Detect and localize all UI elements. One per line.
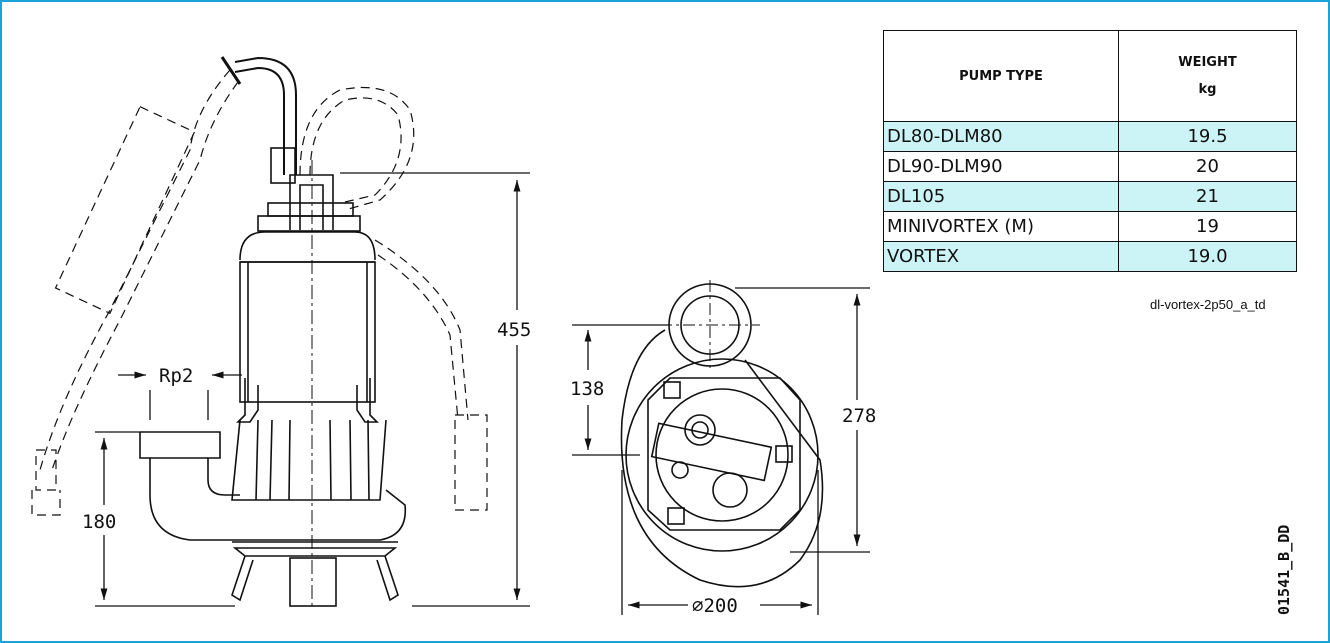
pump-type-cell: DL105: [883, 181, 1119, 212]
pump-type-cell: MINIVORTEX (M): [883, 211, 1119, 242]
weight-table: PUMP TYPE WEIGHT kg DL80-DLM80 19.5 DL90…: [883, 30, 1297, 272]
front-dimensions: [95, 172, 530, 607]
weight-cell: 20: [1118, 151, 1297, 182]
table-row: DL90-DLM90 20: [883, 151, 1297, 182]
pump-type-cell: DL90-DLM90: [883, 151, 1119, 182]
header-weight-label: WEIGHT: [1178, 55, 1237, 70]
pump-type-cell: DL80-DLM80: [883, 121, 1119, 152]
weight-cell: 21: [1118, 181, 1297, 212]
weight-cell: 19.0: [1118, 241, 1297, 272]
pump-top-view: [620, 280, 824, 588]
rp2-label: Rp2: [159, 365, 193, 387]
weight-cell: 19: [1118, 211, 1297, 242]
header-weight: WEIGHT kg: [1118, 30, 1297, 122]
header-pump-type: PUMP TYPE: [883, 30, 1119, 122]
weight-cell: 19.5: [1118, 121, 1297, 152]
height-455-label: 455: [497, 319, 531, 341]
reference-label: dl-vortex-2p50_a_td: [1150, 297, 1266, 312]
table-row: VORTEX 19.0: [883, 241, 1297, 272]
pump-type-cell: VORTEX: [883, 241, 1119, 272]
dashed-cable-alt: [31, 69, 488, 516]
side-138-label: 138: [570, 378, 604, 400]
side-278-label: 278: [842, 405, 876, 427]
height-180-label: 180: [82, 511, 116, 533]
table-header-row: PUMP TYPE WEIGHT kg: [883, 30, 1297, 122]
top-dimensions: [572, 287, 870, 615]
table-row: MINIVORTEX (M) 19: [883, 211, 1297, 242]
drawing-code: 01541_B_DD: [1275, 524, 1293, 615]
table-row: DL80-DLM80 19.5: [883, 121, 1297, 152]
table-row: DL105 21: [883, 181, 1297, 212]
pump-front-view: [139, 56, 407, 610]
header-weight-unit: kg: [1198, 82, 1217, 97]
diameter-200-label: ⌀200: [692, 595, 738, 617]
